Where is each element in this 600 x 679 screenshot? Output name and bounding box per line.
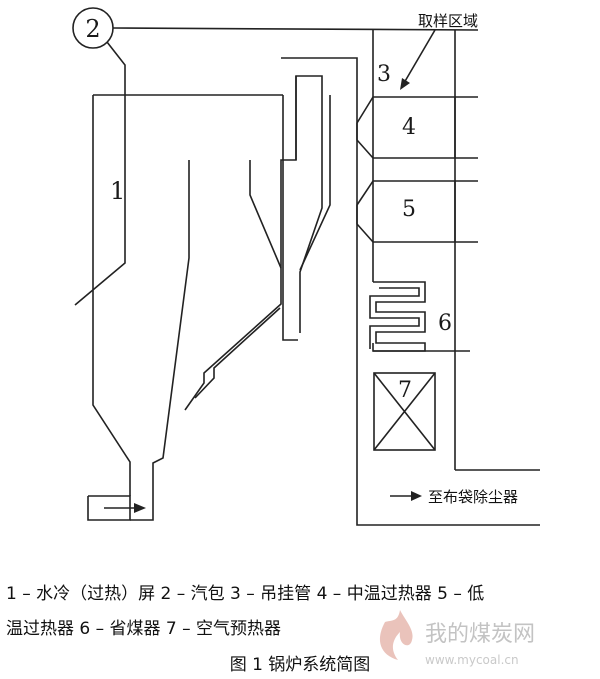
watermark-url: www.mycoal.cn xyxy=(425,653,519,667)
outlet-label: 至布袋除尘器 xyxy=(428,488,518,506)
sampling-area-label: 取样区域 xyxy=(418,12,478,30)
sampling-arrow-head xyxy=(400,78,410,90)
watermark-text: 我的煤炭网 xyxy=(425,622,535,647)
label-3: 3 xyxy=(377,62,391,87)
figure-caption: 图 1 锅炉系统简图 xyxy=(230,655,371,675)
medium-temp-superheater xyxy=(356,96,478,159)
economizer xyxy=(369,281,470,352)
label-6: 6 xyxy=(438,311,452,336)
watermark: 我的煤炭网 www.mycoal.cn xyxy=(379,610,535,667)
air-preheater xyxy=(373,372,436,451)
label-7: 7 xyxy=(398,378,412,403)
label-1: 1 xyxy=(110,177,125,205)
legend-line-1: 1 – 水冷（过热）屏 2 – 汽包 3 – 吊挂管 4 – 中温过热器 5 –… xyxy=(6,584,484,604)
furnace xyxy=(87,94,283,521)
water-wall-screen-line xyxy=(74,41,126,306)
sampling-arrow-line xyxy=(403,29,436,84)
inlet-arrow xyxy=(104,503,146,513)
outlet-arrow xyxy=(390,491,422,501)
low-temp-superheater xyxy=(356,180,478,243)
legend-line-2: 温过热器 6 – 省煤器 7 – 空气预热器 xyxy=(6,619,281,639)
label-4: 4 xyxy=(402,115,416,140)
flame-logo-icon xyxy=(379,610,413,660)
cyclone-and-flue xyxy=(184,57,540,526)
label-2: 2 xyxy=(85,15,100,43)
drum-top-line xyxy=(112,27,479,31)
label-5: 5 xyxy=(402,197,416,222)
